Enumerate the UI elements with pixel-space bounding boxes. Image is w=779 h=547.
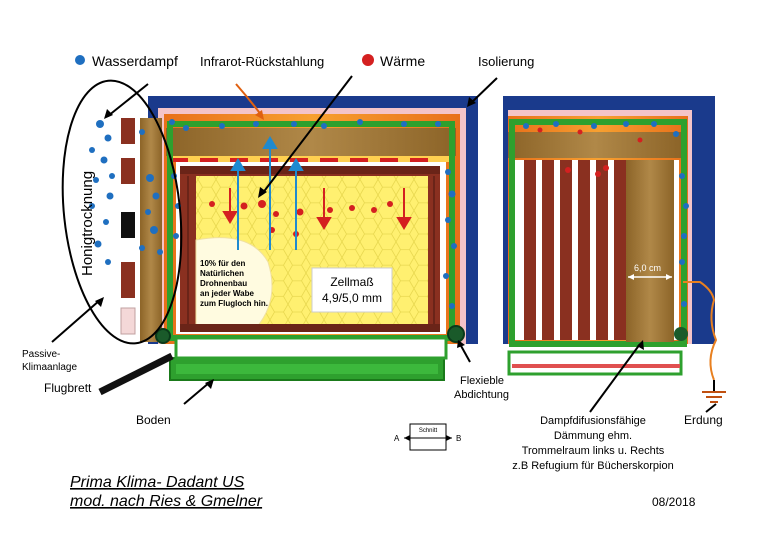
svg-text:z.B Refugium für Bücherskorpio: z.B Refugium für Bücherskorpion <box>512 460 673 472</box>
vapor-arrows <box>230 136 304 250</box>
vent-block-4 <box>121 262 135 298</box>
section-bottom <box>507 350 683 376</box>
floor-label: Boden <box>136 413 171 427</box>
grounding-label: Erdung <box>684 413 723 427</box>
vent-block-1 <box>121 118 135 144</box>
legend-insulation-label: Isolierung <box>478 54 534 69</box>
vent-block-3 <box>121 212 135 238</box>
ground-wire <box>683 281 718 381</box>
frame-bottom <box>180 324 440 332</box>
floor-stripe <box>176 364 438 374</box>
section-lid <box>508 132 682 158</box>
legend-heat-label: Wärme <box>380 53 425 69</box>
section-b-label: B <box>456 434 461 443</box>
pointer-arrows <box>51 75 717 413</box>
seal-right <box>447 325 465 343</box>
title-line-1: Prima Klima- Dadant US <box>70 474 245 491</box>
svg-text:Dämmung ehm.: Dämmung ehm. <box>554 430 632 442</box>
svg-text:Dampfdifusionsfähige: Dampfdifusionsfähige <box>540 415 646 427</box>
seal-left <box>155 328 171 344</box>
drone-note-bubble <box>195 237 273 329</box>
svg-text:zum Flugloch hin.: zum Flugloch hin. <box>200 299 268 308</box>
section-combs <box>524 160 626 340</box>
svg-text:10% für den: 10% für den <box>200 259 245 268</box>
insulation-note: Dampfdifusionsfähige Dämmung ehm. Tromme… <box>512 415 673 472</box>
legend-vapor-label: Wasserdampf <box>92 53 178 69</box>
section-title: Schnitt <box>419 428 438 434</box>
section-symbol-box <box>409 423 447 451</box>
section-hive <box>503 96 726 403</box>
date-label: 08/2018 <box>652 495 696 509</box>
seal-label-1: Flexieble <box>460 375 504 387</box>
heat-arrows <box>222 188 412 230</box>
bottom-gap <box>174 336 448 360</box>
flight-board-label: Flugbrett <box>44 381 92 395</box>
vapor-dots <box>89 119 689 309</box>
cell-size-label-1: Zellmaß <box>330 275 373 289</box>
legend-heat-dot <box>362 54 374 66</box>
cell-size-box <box>311 267 393 313</box>
stripe-band <box>170 156 452 162</box>
vent-block-5 <box>120 307 136 335</box>
pointer-heads <box>95 97 644 389</box>
cell-size-label-2: 4,9/5,0 mm <box>322 291 382 305</box>
vent-block-2 <box>121 158 135 184</box>
section-side-wood <box>626 160 674 342</box>
passive-ac-label-1: Passive- <box>22 349 60 360</box>
flight-board <box>98 352 174 396</box>
svg-text:an jeder Wabe: an jeder Wabe <box>200 289 254 298</box>
honey-drying-label: Honigtrocknung <box>79 171 96 276</box>
section-seal <box>674 327 688 341</box>
section-a-label: A <box>394 434 400 443</box>
infrared-arrow-head <box>255 110 264 120</box>
legend-vapor-dot <box>75 55 85 65</box>
svg-text:Natürlichen: Natürlichen <box>200 269 244 278</box>
frame-bar-top <box>180 166 440 174</box>
title-line-2: mod. nach Ries & Gmelner <box>70 493 263 510</box>
svg-text:Trommelraum links u. Rechts: Trommelraum links u. Rechts <box>522 445 665 457</box>
passive-ac-label-2: Klimaanlage <box>22 362 77 373</box>
spacing-label: 6,0 cm <box>634 263 661 273</box>
ground-symbol <box>702 391 726 403</box>
honey-drying-outline <box>61 79 183 345</box>
seal-label-2: Abdichtung <box>454 389 509 401</box>
svg-text:Drohnenbau: Drohnenbau <box>200 279 247 288</box>
legend-infrared-label: Infrarot-Rückstahlung <box>200 54 324 69</box>
section-floor-stripe <box>512 364 680 368</box>
drone-note: 10% für den Natürlichen Drohnenbau an je… <box>200 259 268 308</box>
heat-dots <box>209 127 643 237</box>
wood-lid <box>166 128 456 156</box>
